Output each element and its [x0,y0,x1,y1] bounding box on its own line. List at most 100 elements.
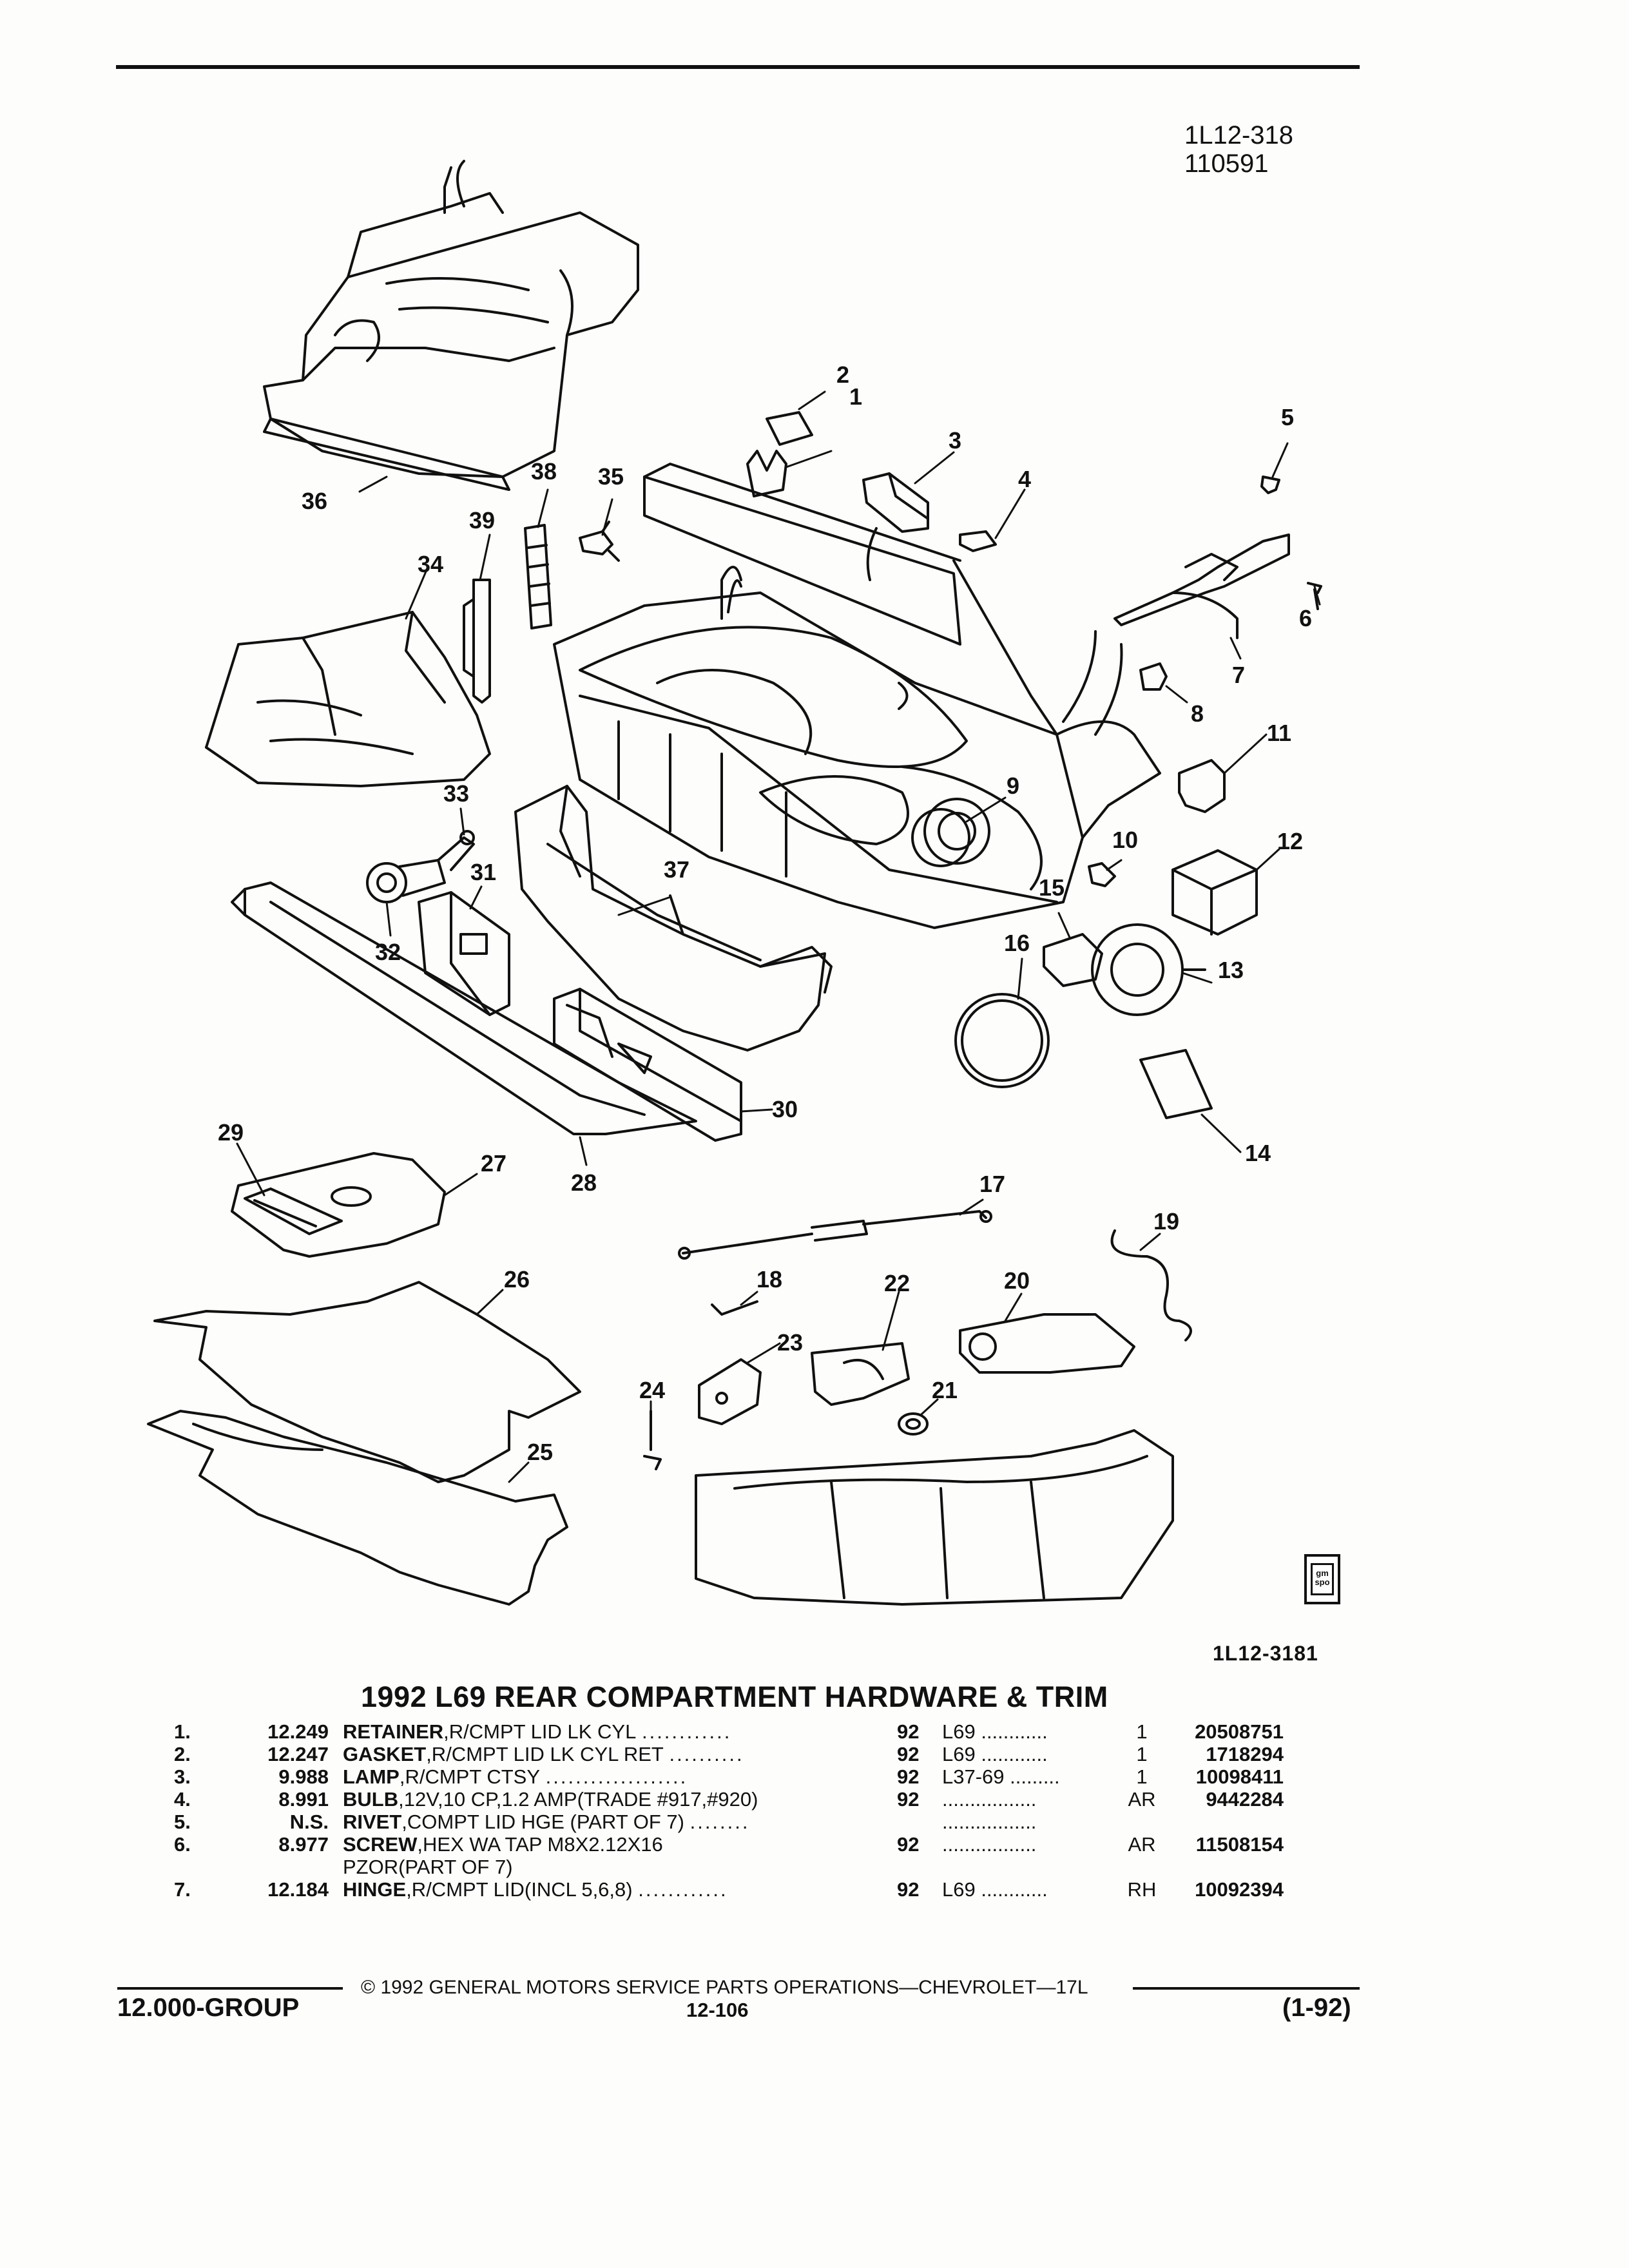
group-number [232,1856,343,1878]
item-number: 1. [174,1720,191,1743]
parts-row: 6. 8.977 SCREW,HEX WA TAP M8X2.12X16 92...… [174,1833,1284,1856]
part-24-bolt [643,1410,662,1470]
part-number: 10092394 [1195,1878,1284,1901]
callout-21: 21 [932,1377,958,1403]
part-number [1161,1811,1284,1833]
callout-38: 38 [531,458,557,485]
group-number: 8.991 [278,1788,329,1811]
part-name: SCREW [343,1833,418,1856]
engine-usage: L69 ............ [942,1878,1048,1901]
part-29-label [244,1187,343,1235]
engine-usage: L69 ............ [942,1743,1048,1765]
callout-8: 8 [1191,700,1204,727]
part-description: ,12V,10 CP,1.2 AMP(TRADE #917,#920) [398,1788,758,1811]
quantity [1123,1811,1161,1833]
part-5-rivet [1260,476,1280,494]
description: BULB,12V,10 CP,1.2 AMP(TRADE #917,#920) [343,1788,897,1811]
figure-id: 1L12-3181 [1213,1642,1318,1665]
illustration-code-line2: 110591 [1184,149,1269,178]
callout-15: 15 [1039,874,1065,901]
callout-6: 6 [1299,605,1312,631]
part-9-fuel-door [911,808,970,867]
callout-1: 1 [849,383,862,410]
part-4-bulb [959,530,997,552]
part-number: 10098411 [1195,1765,1284,1788]
callout-14: 14 [1245,1140,1271,1166]
vehicle-rear-compartment-lower [695,1429,1174,1606]
model-year: 92 [897,1833,920,1856]
item-number: 5. [174,1811,191,1833]
parts-row: 4. 8.991 BULB,12V,10 CP,1.2 AMP(TRADE #917… [174,1788,1284,1811]
part-20-release-actuator [959,1313,1135,1374]
engine-usage: ................. [942,1833,1037,1856]
description: RIVET,COMPT LID HGE (PART OF 7) ........ [343,1811,897,1833]
quantity: 1 [1136,1720,1148,1743]
leader-dots: ........ [689,1811,750,1833]
footer-page-number: 12-106 [686,1999,749,2021]
gm-spo-logo-text: gm spo [1311,1563,1334,1595]
callout-13: 13 [1218,957,1244,983]
callout-10: 10 [1112,827,1138,853]
callout-39: 39 [469,507,495,533]
footer-rule-left [117,1987,343,1990]
part-36-compartment-liner [263,160,639,491]
part-description: ,HEX WA TAP M8X2.12X16 [417,1833,663,1856]
quantity: AR [1128,1833,1156,1856]
leader-dots: ................... [545,1765,688,1788]
group-number: N.S. [289,1811,329,1833]
part-number: 20508751 [1195,1720,1284,1743]
item-number: 6. [174,1833,191,1856]
part-3-lamp [862,472,929,581]
part-39-bracket [463,579,491,704]
illustration-code-line1: 1L12-318 [1184,121,1294,149]
part-name: RIVET [343,1811,402,1833]
item-number: 4. [174,1788,191,1811]
parts-row: PZOR(PART OF 7) [174,1856,1284,1878]
part-number [1161,1856,1284,1878]
callout-20: 20 [1004,1267,1030,1294]
group-number: 12.184 [267,1878,329,1901]
part-name: BULB [343,1788,399,1811]
callout-17: 17 [979,1171,1005,1197]
quantity [1123,1856,1161,1878]
part-17-support-strut [678,1210,992,1260]
description: RETAINER,R/CMPT LID LK CYL ............ [343,1720,897,1743]
part-23-striker [698,1358,762,1425]
leader-dots: ............ [641,1720,732,1743]
quantity: AR [1128,1788,1156,1811]
leader-dots: .......... [669,1743,744,1765]
callout-19: 19 [1153,1208,1179,1235]
callout-36: 36 [302,488,327,514]
callout-34: 34 [418,551,443,577]
engine-usage: ................. [942,1811,1037,1833]
part-32-lock-cylinder [366,859,446,903]
item-number: 3. [174,1765,191,1788]
part-27-spare-cover [231,1152,446,1258]
group-number: 12.247 [267,1743,329,1765]
part-35-push-clip [579,521,620,562]
part-33-key [437,830,475,871]
part-26-floor-mat [153,1281,581,1483]
quantity: RH [1127,1878,1157,1901]
part-2-gasket [766,411,813,446]
description: SCREW,HEX WA TAP M8X2.12X16 [343,1833,897,1856]
part-15-clip [1043,933,1103,987]
part-description: ,R/CMPT CTSY [399,1765,540,1788]
group-number: 8.977 [278,1833,329,1856]
part-name: RETAINER [343,1720,444,1743]
footer-group: 12.000-GROUP [117,1994,300,2022]
callout-16: 16 [1004,930,1030,956]
part-18-screw [711,1300,758,1316]
part-30-rear-panel [553,988,742,1142]
part-25-floor-mat [147,1410,568,1606]
part-name: HINGE [343,1878,407,1901]
part-14-fuel-label [1139,1049,1213,1119]
model-year [897,1856,942,1878]
callout-5: 5 [1281,404,1294,430]
model-year: 92 [897,1743,920,1765]
